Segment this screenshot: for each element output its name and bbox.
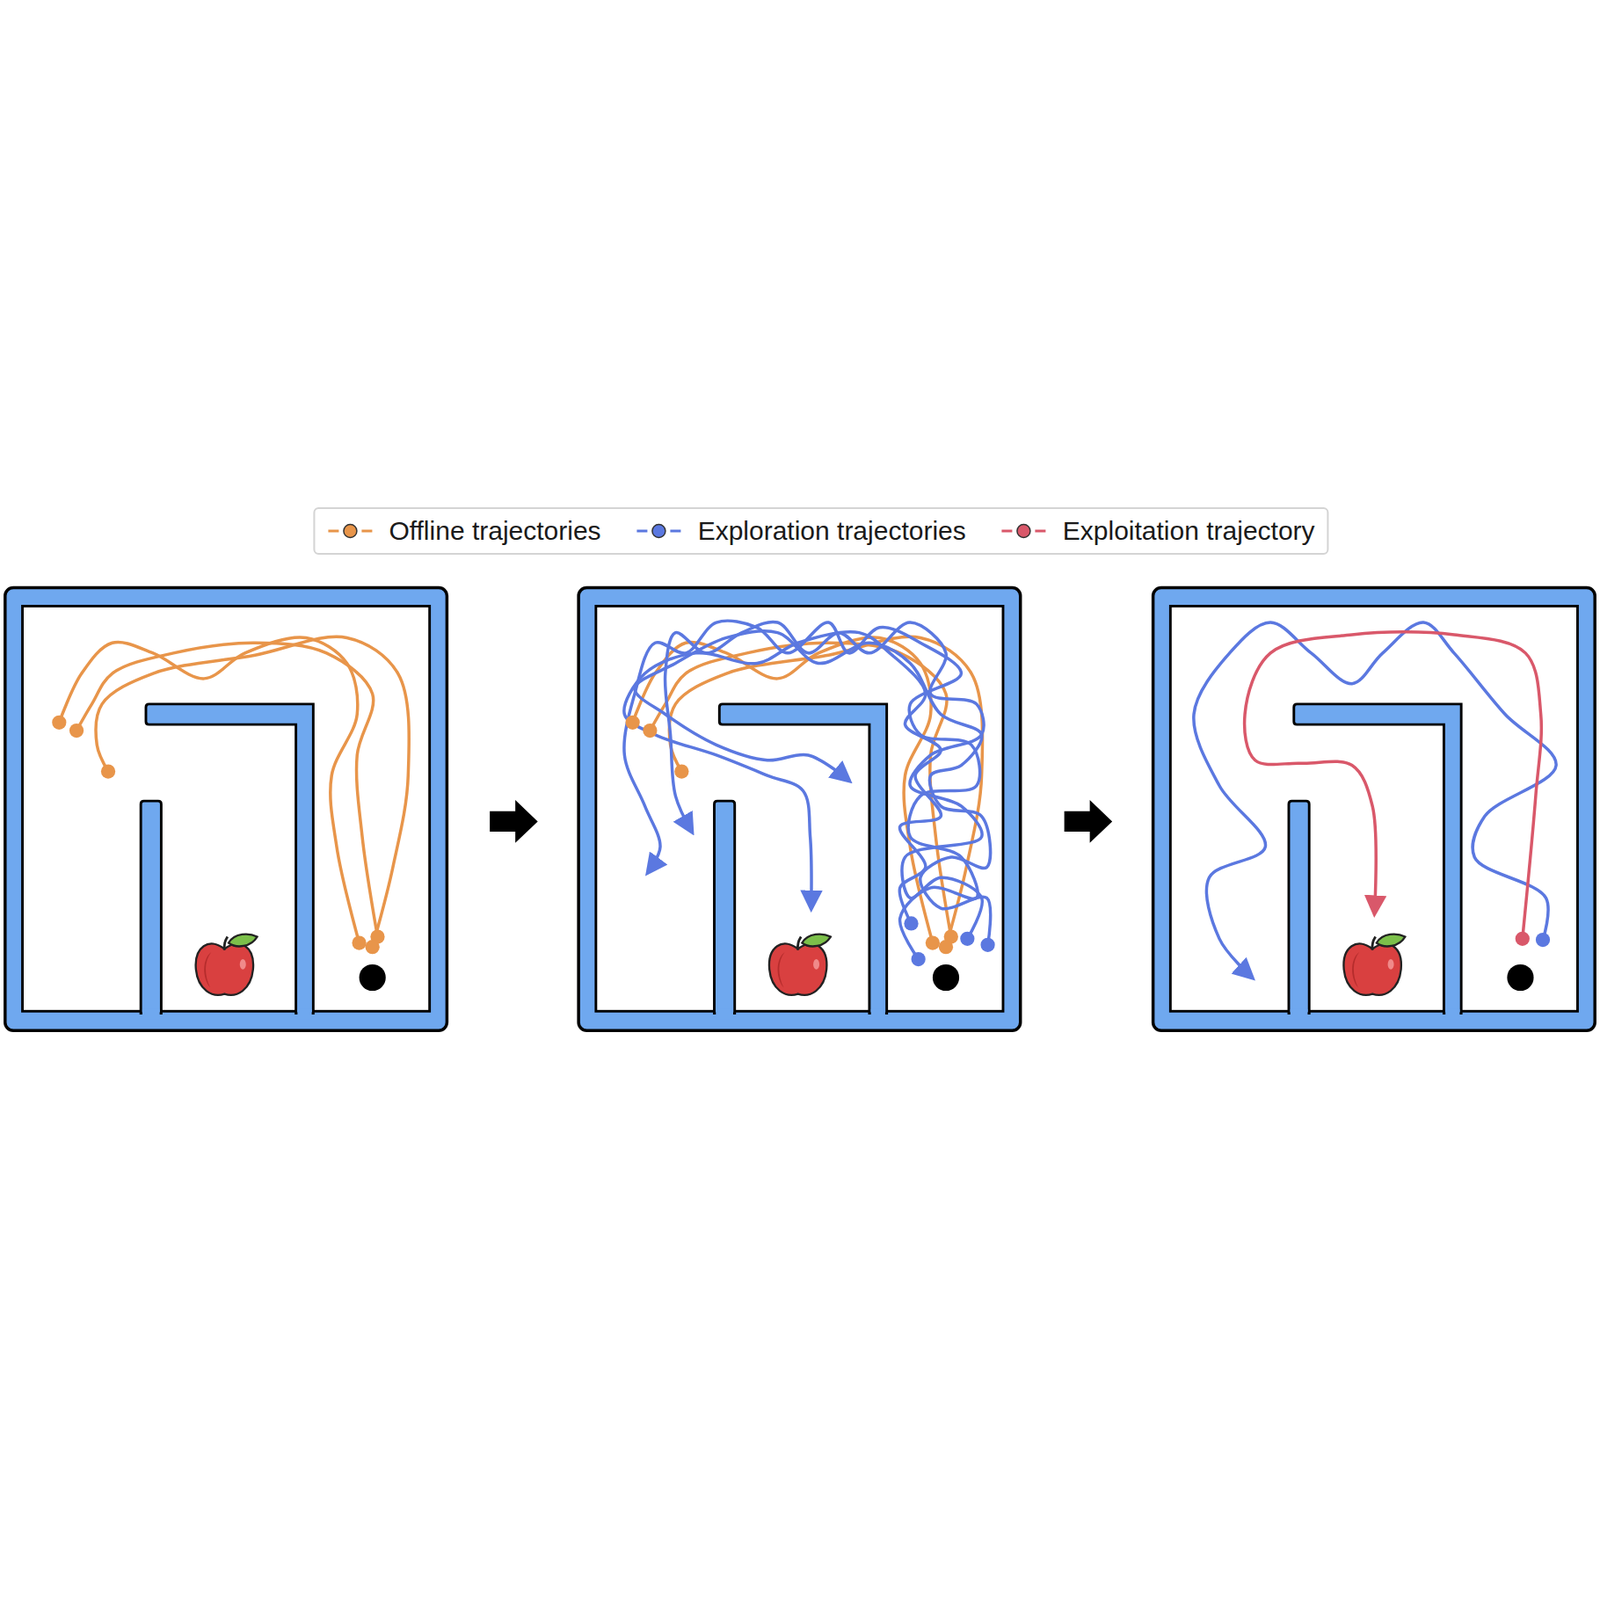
agent-start	[359, 964, 386, 991]
legend-label: Offline trajectories	[388, 516, 601, 546]
trajectory-dot	[69, 723, 84, 738]
maze-panel	[1153, 588, 1596, 1032]
maze-wall	[714, 800, 735, 1013]
apple-goal	[769, 934, 831, 996]
legend-label: Exploration trajectories	[698, 516, 967, 546]
exploration-trajectory	[624, 620, 981, 960]
maze-wall	[1294, 704, 1462, 1014]
wall-joint	[871, 1009, 886, 1020]
maze-border	[5, 588, 448, 1032]
trajectory-dot	[365, 939, 380, 954]
maze-wall	[140, 800, 161, 1013]
legend-label: Exploitation trajectory	[1062, 516, 1316, 546]
wall-joint	[1445, 1009, 1460, 1020]
agent-start	[1506, 964, 1534, 991]
legend-swatch	[1001, 522, 1048, 540]
wall-joint	[715, 1009, 734, 1020]
maze-wall	[145, 704, 313, 1014]
maze-border	[1153, 588, 1596, 1032]
exploration-trajectory	[664, 621, 984, 939]
maze-floor	[596, 605, 1004, 1011]
trajectory-dot	[101, 763, 116, 779]
trajectory-dot	[925, 935, 940, 950]
legend-entry: Offline trajectories	[327, 516, 601, 546]
exploitation-trajectory	[1244, 632, 1542, 939]
step-arrow	[1064, 800, 1113, 844]
exploration-trajectory	[1193, 622, 1557, 978]
trajectory-dot	[674, 763, 689, 779]
legend-swatch	[636, 522, 683, 540]
maze-wall	[719, 704, 887, 1014]
trajectory-dot	[51, 715, 66, 730]
trajectory-dot	[642, 723, 657, 738]
legend-swatch	[327, 522, 373, 540]
trajectory-dot	[960, 931, 975, 946]
maze-border	[578, 588, 1021, 1032]
trajectory-dot	[903, 916, 918, 931]
apple-goal	[196, 934, 258, 996]
step-arrow	[489, 800, 539, 844]
trajectory-dot	[351, 935, 366, 950]
trajectory-dot	[1515, 931, 1530, 946]
maze-wall	[1288, 800, 1310, 1013]
maze-panel	[5, 588, 448, 1032]
legend: Offline trajectories Exploration trajecto…	[312, 507, 1329, 555]
maze-floor	[22, 605, 430, 1011]
apple-goal	[1343, 934, 1405, 996]
trajectory-dot	[625, 715, 640, 730]
wall-joint	[1290, 1009, 1309, 1020]
wall-joint	[142, 1009, 160, 1020]
wall-joint	[297, 1009, 312, 1020]
agent-start	[932, 964, 960, 991]
trajectory-dot	[1535, 932, 1550, 947]
maze-panel	[578, 588, 1021, 1032]
trajectory-dot	[911, 952, 926, 967]
trajectory-dot	[980, 938, 995, 953]
legend-entry: Exploitation trajectory	[1001, 516, 1316, 546]
exploration-trajectory	[624, 632, 942, 924]
trajectory-dot	[938, 939, 953, 954]
legend-entry: Exploration trajectories	[636, 516, 967, 546]
maze-floor	[1170, 605, 1578, 1011]
offline-trajectory	[95, 636, 409, 947]
